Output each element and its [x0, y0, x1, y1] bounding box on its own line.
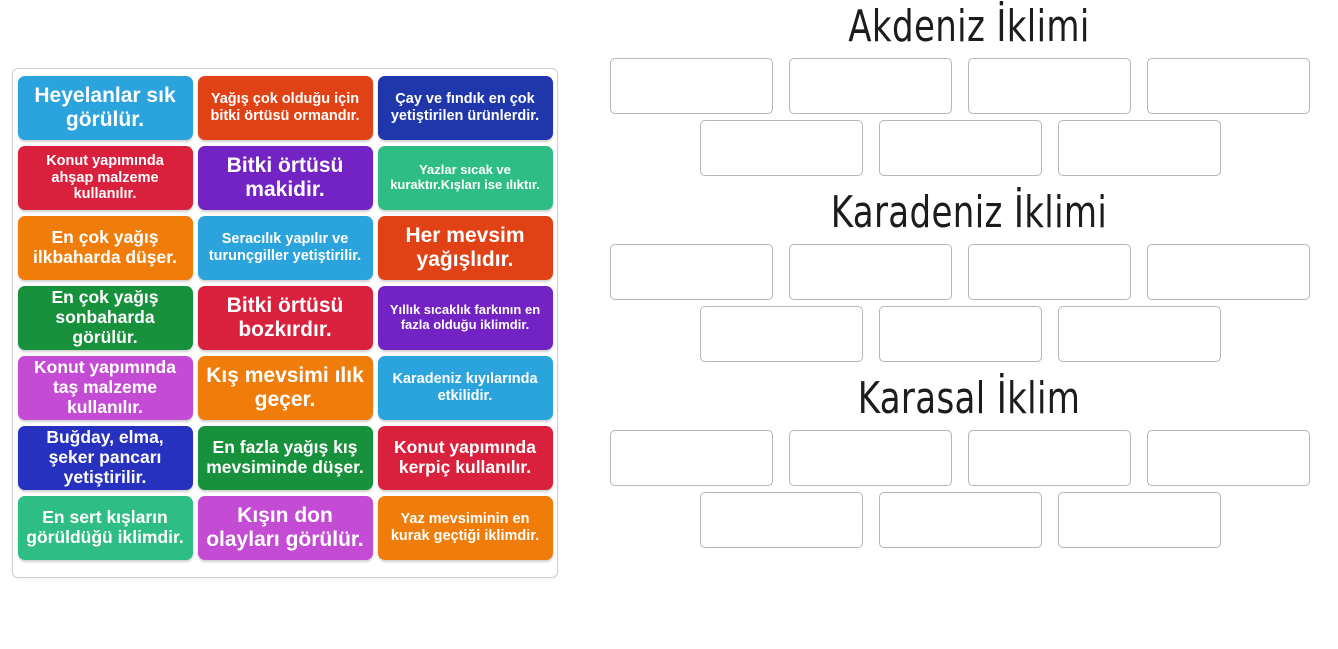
drop-zone[interactable]	[1058, 492, 1221, 548]
answer-tile-label: Seracılık yapılır ve turunçgiller yetişt…	[208, 231, 362, 264]
tile-pool-column: Heyelanlar sık görülür. Yağış çok olduğu …	[0, 0, 600, 649]
answer-tile[interactable]: Konut yapımında kerpiç kullanılır.	[377, 426, 553, 490]
drop-zone[interactable]	[1058, 306, 1221, 362]
answer-tile[interactable]: Kış mevsimi ılık geçer.	[197, 356, 373, 420]
answer-tile[interactable]: Her mevsim yağışlıdır.	[377, 216, 553, 280]
drop-zone-row	[600, 58, 1338, 114]
drop-zone[interactable]	[700, 306, 863, 362]
drop-zone[interactable]	[968, 58, 1131, 114]
answer-tile[interactable]: Yazlar sıcak ve kuraktır.Kışları ise ılı…	[377, 146, 553, 210]
answer-tile[interactable]: Konut yapımında taş malzeme kullanılır.	[17, 356, 193, 420]
drop-zone-row	[600, 120, 1338, 176]
drop-zone-row	[600, 430, 1338, 486]
answer-tile[interactable]: Yıllık sıcaklık farkının en fazla olduğu…	[377, 286, 553, 350]
answer-tile-label: Her mevsim yağışlıdır.	[405, 224, 525, 271]
category-title: Karasal İklim	[857, 373, 1081, 424]
answer-tile[interactable]: En çok yağış sonbaharda görülür.	[17, 286, 193, 350]
answer-tile-label: En çok yağış sonbaharda görülür.	[51, 287, 159, 347]
drop-zone-row	[600, 244, 1338, 300]
category-group: Akdeniz İklimi	[600, 0, 1338, 176]
answer-tile[interactable]: Seracılık yapılır ve turunçgiller yetişt…	[197, 216, 373, 280]
answer-tile[interactable]: En fazla yağış kış mevsiminde düşer.	[197, 426, 373, 490]
drop-zone[interactable]	[610, 244, 773, 300]
answer-tile-label: Yağış çok olduğu için bitki örtüsü orman…	[210, 91, 360, 124]
answer-tile[interactable]: Yağış çok olduğu için bitki örtüsü orman…	[197, 76, 373, 140]
category-title: Karadeniz İklimi	[830, 187, 1108, 238]
category-group: Karadeniz İklimi	[600, 184, 1338, 362]
drop-zone[interactable]	[700, 120, 863, 176]
answer-tile[interactable]: Karadeniz kıyılarında etkilidir.	[377, 356, 553, 420]
answer-tile[interactable]: Çay ve fındık en çok yetiştirilen ürünle…	[377, 76, 553, 140]
drop-zone[interactable]	[789, 58, 952, 114]
answer-tile-label: Karadeniz kıyılarında etkilidir.	[392, 371, 538, 404]
answer-tile-label: Buğday, elma, şeker pancarı yetiştirilir…	[46, 427, 164, 487]
answer-tile-label: Konut yapımında ahşap malzeme kullanılır…	[46, 153, 164, 203]
category-title: Akdeniz İklimi	[848, 1, 1090, 52]
drop-zone[interactable]	[879, 306, 1042, 362]
answer-tile-label: Bitki örtüsü makidir.	[226, 154, 344, 201]
answer-tile[interactable]: Bitki örtüsü bozkırdır.	[197, 286, 373, 350]
answer-tile-label: Kışın don olayları görülür.	[206, 504, 364, 551]
answer-tile-label: Bitki örtüsü bozkırdır.	[226, 294, 344, 341]
drop-zone[interactable]	[1147, 244, 1310, 300]
tile-pool-panel: Heyelanlar sık görülür. Yağış çok olduğu …	[12, 68, 558, 578]
drop-zone[interactable]	[879, 492, 1042, 548]
answer-tile[interactable]: Yaz mevsiminin en kurak geçtiği iklimdir…	[377, 496, 553, 560]
answer-tile[interactable]: En sert kışların görüldüğü iklimdir.	[17, 496, 193, 560]
answer-tile[interactable]: Bitki örtüsü makidir.	[197, 146, 373, 210]
answer-tile-label: En fazla yağış kış mevsiminde düşer.	[206, 437, 364, 477]
drop-zone[interactable]	[879, 120, 1042, 176]
answer-tile[interactable]: Konut yapımında ahşap malzeme kullanılır…	[17, 146, 193, 210]
answer-tile-label: Konut yapımında taş malzeme kullanılır.	[34, 357, 176, 417]
answer-tile[interactable]: En çok yağış ilkbaharda düşer.	[17, 216, 193, 280]
drop-zone[interactable]	[700, 492, 863, 548]
answer-tile[interactable]: Kışın don olayları görülür.	[197, 496, 373, 560]
answer-tile-label: Yazlar sıcak ve kuraktır.Kışları ise ılı…	[390, 162, 540, 192]
drop-zone[interactable]	[789, 430, 952, 486]
drop-zone[interactable]	[610, 58, 773, 114]
drop-zone[interactable]	[789, 244, 952, 300]
drop-zone[interactable]	[1058, 120, 1221, 176]
answer-tile-label: Konut yapımında kerpiç kullanılır.	[394, 437, 536, 477]
drop-zone-row	[600, 492, 1338, 548]
category-group: Karasal İklim	[600, 370, 1338, 548]
answer-tile-label: Çay ve fındık en çok yetiştirilen ürünle…	[390, 91, 540, 124]
drop-zone[interactable]	[610, 430, 773, 486]
answer-tile[interactable]: Heyelanlar sık görülür.	[17, 76, 193, 140]
answer-tile-label: Heyelanlar sık görülür.	[34, 84, 176, 131]
answer-tile-label: Yıllık sıcaklık farkının en fazla olduğu…	[389, 302, 541, 332]
drop-zone[interactable]	[1147, 430, 1310, 486]
drop-zone[interactable]	[968, 244, 1131, 300]
drop-zone-row	[600, 306, 1338, 362]
answer-tile-label: Yaz mevsiminin en kurak geçtiği iklimdir…	[390, 511, 540, 544]
answer-tile-label: En çok yağış ilkbaharda düşer.	[33, 227, 177, 267]
tile-grid: Heyelanlar sık görülür. Yağış çok olduğu …	[17, 76, 553, 560]
drop-zone[interactable]	[968, 430, 1131, 486]
drop-zone[interactable]	[1147, 58, 1310, 114]
answer-tile-label: En sert kışların görüldüğü iklimdir.	[26, 507, 184, 547]
answer-tile[interactable]: Buğday, elma, şeker pancarı yetiştirilir…	[17, 426, 193, 490]
answer-tile-label: Kış mevsimi ılık geçer.	[206, 364, 364, 411]
